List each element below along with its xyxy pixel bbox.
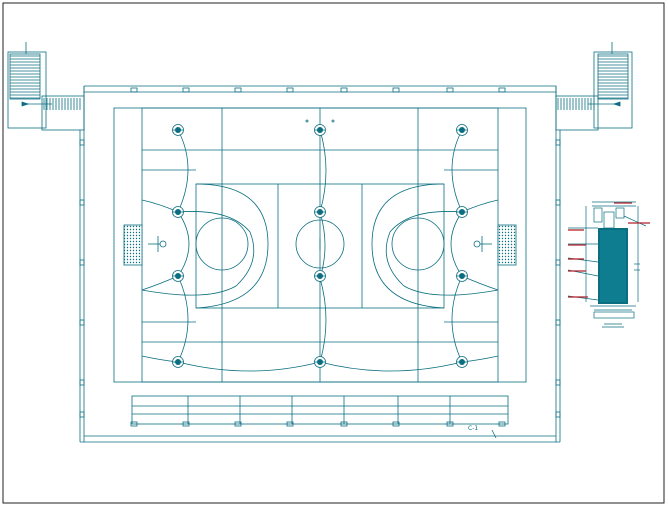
sheet-label: C-1 [468, 425, 478, 432]
right-stair [555, 42, 633, 131]
building-outline [79, 85, 561, 443]
gym-floor-plan: C-1 [7, 42, 633, 443]
court [113, 107, 527, 383]
light-fixture [172, 356, 184, 368]
light-fixture [314, 356, 326, 368]
sheet-border [2, 2, 665, 504]
light-fixture [172, 270, 184, 282]
light-fixture [456, 206, 468, 218]
light-fixture [314, 206, 326, 218]
basket-left [123, 224, 143, 266]
light-fixture [172, 206, 184, 218]
light-fixture [314, 124, 326, 136]
light-fixture [314, 270, 326, 282]
light-fixture [456, 356, 468, 368]
detail-annotations [568, 202, 650, 298]
light-fixture [456, 270, 468, 282]
left-stair [7, 42, 85, 131]
light-fixture [456, 124, 468, 136]
section-detail [567, 201, 647, 328]
light-fixture [172, 124, 184, 136]
bench-table [131, 395, 509, 425]
basket-right [497, 224, 517, 266]
light-fixtures [172, 124, 468, 368]
